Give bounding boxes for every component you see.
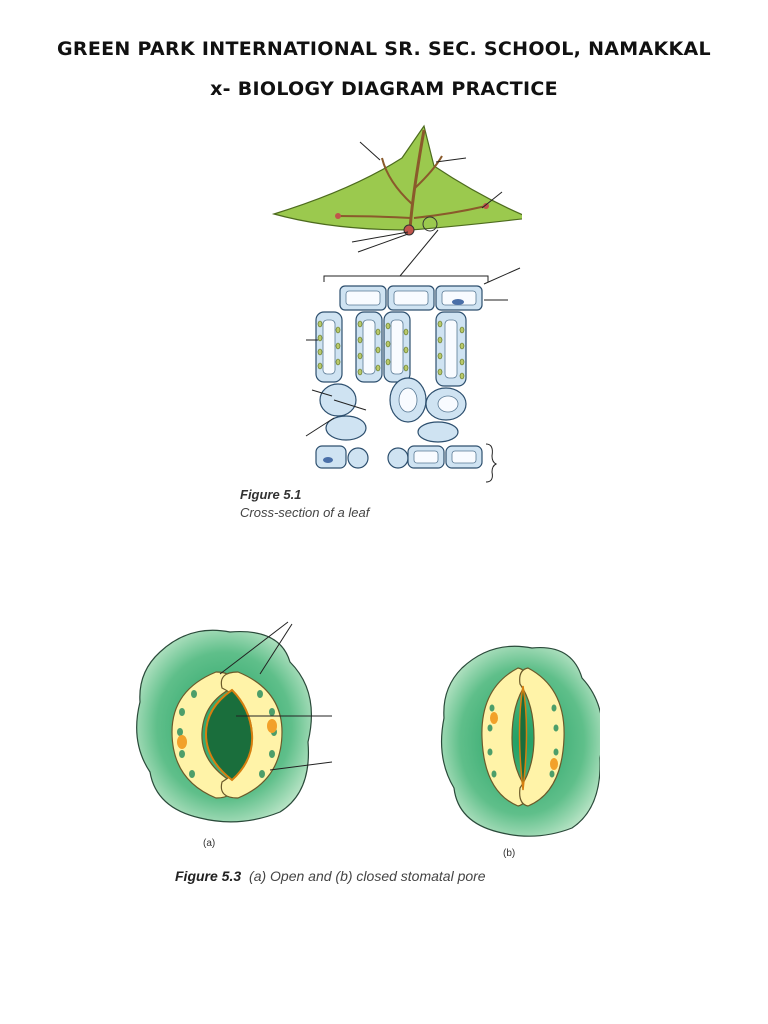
leaf-cross-section-diagram bbox=[271, 124, 522, 483]
nucleus bbox=[267, 719, 277, 733]
practice-title: x- BIOLOGY DIAGRAM PRACTICE bbox=[210, 78, 558, 100]
stomatal-pore-diagram bbox=[136, 621, 600, 837]
school-title: GREEN PARK INTERNATIONAL SR. SEC. SCHOOL… bbox=[57, 38, 711, 60]
label-line bbox=[351, 231, 409, 243]
zoom-arrow bbox=[399, 229, 439, 277]
figure-5-3-number: Figure 5.3 bbox=[175, 868, 242, 884]
midrib-dot bbox=[403, 224, 415, 236]
lower-bracket bbox=[485, 443, 498, 483]
magnify-circle bbox=[422, 216, 438, 232]
leaf-vein bbox=[381, 157, 413, 205]
label-line bbox=[259, 623, 293, 675]
label-line bbox=[305, 417, 335, 437]
label-line bbox=[483, 267, 521, 285]
label-line bbox=[435, 157, 467, 163]
label-line bbox=[311, 389, 333, 397]
label-line bbox=[333, 399, 367, 411]
figure-5-1-caption: Cross-section of a leaf bbox=[240, 505, 370, 520]
panel-a-label: (a) bbox=[203, 838, 216, 849]
leaf-midrib bbox=[408, 129, 426, 231]
leaf-vein bbox=[414, 155, 443, 189]
figure-5-3-caption-row: Figure 5.3 (a) Open and (b) closed stoma… bbox=[175, 868, 486, 884]
nucleus bbox=[177, 735, 187, 749]
label-line bbox=[219, 621, 289, 675]
open-stoma bbox=[136, 621, 333, 823]
figure-5-3-caption: (a) Open and (b) closed stomatal pore bbox=[249, 868, 486, 884]
leaf-vein bbox=[413, 205, 487, 219]
label-line bbox=[357, 233, 409, 253]
leaf-vein bbox=[337, 215, 412, 219]
palisade-layer bbox=[315, 311, 467, 387]
guard-cell-chloroplasts bbox=[177, 690, 277, 778]
vein-dot bbox=[335, 213, 341, 219]
lower-epidermis bbox=[315, 445, 483, 469]
epidermis-bracket bbox=[323, 275, 489, 282]
spongy-layer bbox=[319, 377, 467, 443]
label-line bbox=[359, 141, 381, 161]
figure-5-1-number: Figure 5.1 bbox=[240, 487, 302, 502]
closed-stoma bbox=[440, 645, 600, 837]
chloroplasts bbox=[317, 320, 465, 380]
nucleus bbox=[452, 299, 464, 305]
label-line bbox=[269, 761, 333, 771]
leaf-blade bbox=[271, 124, 522, 231]
vein-dot bbox=[483, 203, 489, 209]
label-line bbox=[481, 191, 503, 209]
panel-b-label: (b) bbox=[503, 848, 516, 859]
